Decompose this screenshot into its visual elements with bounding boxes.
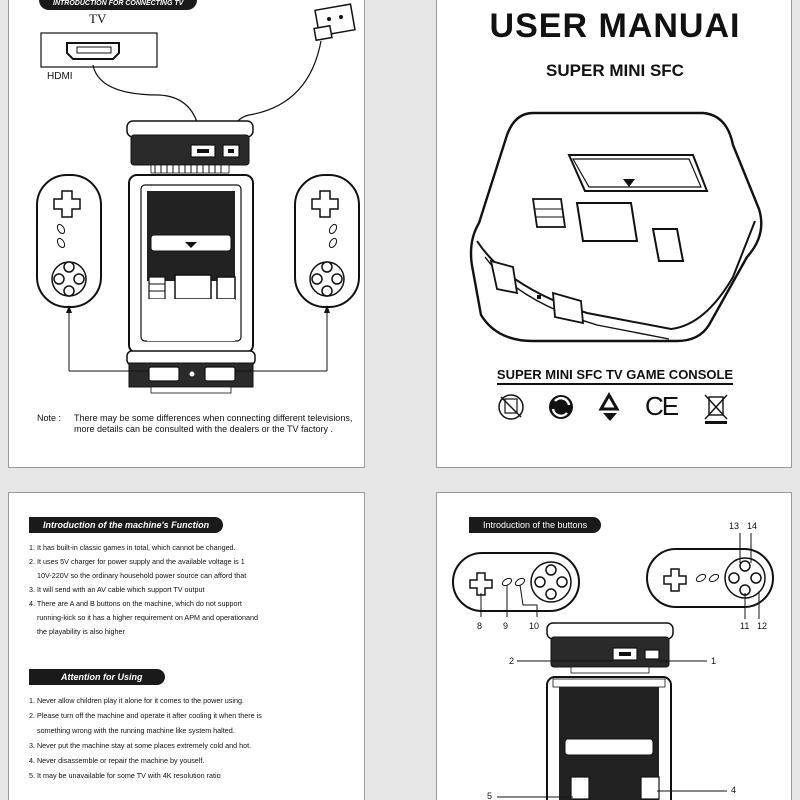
left-controller-horizontal <box>452 552 580 612</box>
function-attention-page: Introduction of the machine's Function 1… <box>8 492 365 800</box>
cover-page: USER MANUAI SUPER MINI SFC SUPER MINI SF… <box>436 0 792 468</box>
attention-list: 1. Never allow children play it alone fo… <box>29 693 351 783</box>
hdmi-label: HDMI <box>47 71 73 82</box>
connecting-tv-page: INTRODUCTION FOR CONNECTING TV <box>8 0 365 468</box>
callout-11: 11 <box>740 621 750 631</box>
console-rear-labeled <box>546 622 674 674</box>
function-list: 1. It has built-in classic games in tota… <box>29 541 351 639</box>
callout-9: 9 <box>503 621 509 631</box>
connection-diagram <box>36 3 360 394</box>
green-dot-icon <box>549 395 573 419</box>
console-illustration <box>469 111 763 343</box>
left-controller-icon <box>36 174 102 308</box>
function-item: 10V-220V so the ordinary household power… <box>37 571 247 580</box>
attention-header: Attention for Using <box>29 669 165 685</box>
attention-item: 5. It may be unavailable for some TV wit… <box>29 771 221 780</box>
function-item: 2. It uses 5V charger for power supply a… <box>29 557 245 566</box>
wall-outlet-icon <box>314 3 356 37</box>
callout-5: 5 <box>487 791 493 800</box>
hdmi-cable <box>92 64 202 146</box>
callout-12: 12 <box>757 621 768 631</box>
power-plug-icon <box>313 24 333 42</box>
manual-subtitle: SUPER MINI SFC <box>546 61 684 80</box>
tv-label: TV <box>89 11 107 26</box>
hdmi-port-icon <box>66 42 120 60</box>
tv-outline <box>40 32 158 68</box>
weee-bin-icon <box>704 394 728 424</box>
callout-2: 2 <box>509 656 515 666</box>
no-trash-icon <box>498 394 524 420</box>
right-controller-icon <box>294 174 360 308</box>
callout-14: 14 <box>747 521 758 531</box>
console-top-view <box>128 174 254 354</box>
console-front-view <box>126 350 256 394</box>
connecting-tv-header: INTRODUCTION FOR CONNECTING TV <box>39 0 198 10</box>
callout-1: 1 <box>711 656 717 666</box>
callout-4: 4 <box>731 785 737 795</box>
manual-title: USER MANUAI <box>489 7 741 45</box>
function-item: the playability is also higher <box>37 627 125 636</box>
function-item: 4. There are A and B buttons on the mach… <box>29 599 242 608</box>
callout-13: 13 <box>729 521 740 531</box>
buttons-intro-page: Introduction of the buttons <box>436 492 792 800</box>
function-item: 3. It will send with an AV cable which s… <box>29 585 205 594</box>
right-controller-horizontal <box>646 548 774 608</box>
attention-item: something wrong with the running machine… <box>37 726 235 735</box>
ce-mark: CE <box>645 391 679 421</box>
buttons-header: Introduction of the buttons <box>469 517 602 533</box>
function-header: Introduction of the machine's Function <box>29 517 224 533</box>
function-item: 1. It has built-in classic games in tota… <box>29 543 236 552</box>
callout-10: 10 <box>529 621 540 631</box>
console-top-labeled <box>546 676 672 800</box>
callout-8: 8 <box>477 621 483 631</box>
attention-item: 3. Never put the machine stay at some pl… <box>29 741 252 750</box>
note-text: There may be some differences when conne… <box>74 413 353 434</box>
attention-item: 2. Please turn off the machine and opera… <box>29 711 262 720</box>
attention-item: 1. Never allow children play it alone fo… <box>29 696 244 705</box>
recycle-icon <box>598 391 620 421</box>
note-label: Note : <box>37 413 62 423</box>
function-item: running-kick so it has a higher requirem… <box>37 613 258 622</box>
attention-item: 4. Never disassemble or repair the machi… <box>29 756 205 765</box>
console-title: SUPER MINI SFC TV GAME CONSOLE <box>437 367 791 385</box>
certification-icons <box>498 391 728 424</box>
buttons-diagram <box>452 533 774 800</box>
console-rear-view <box>126 120 254 174</box>
